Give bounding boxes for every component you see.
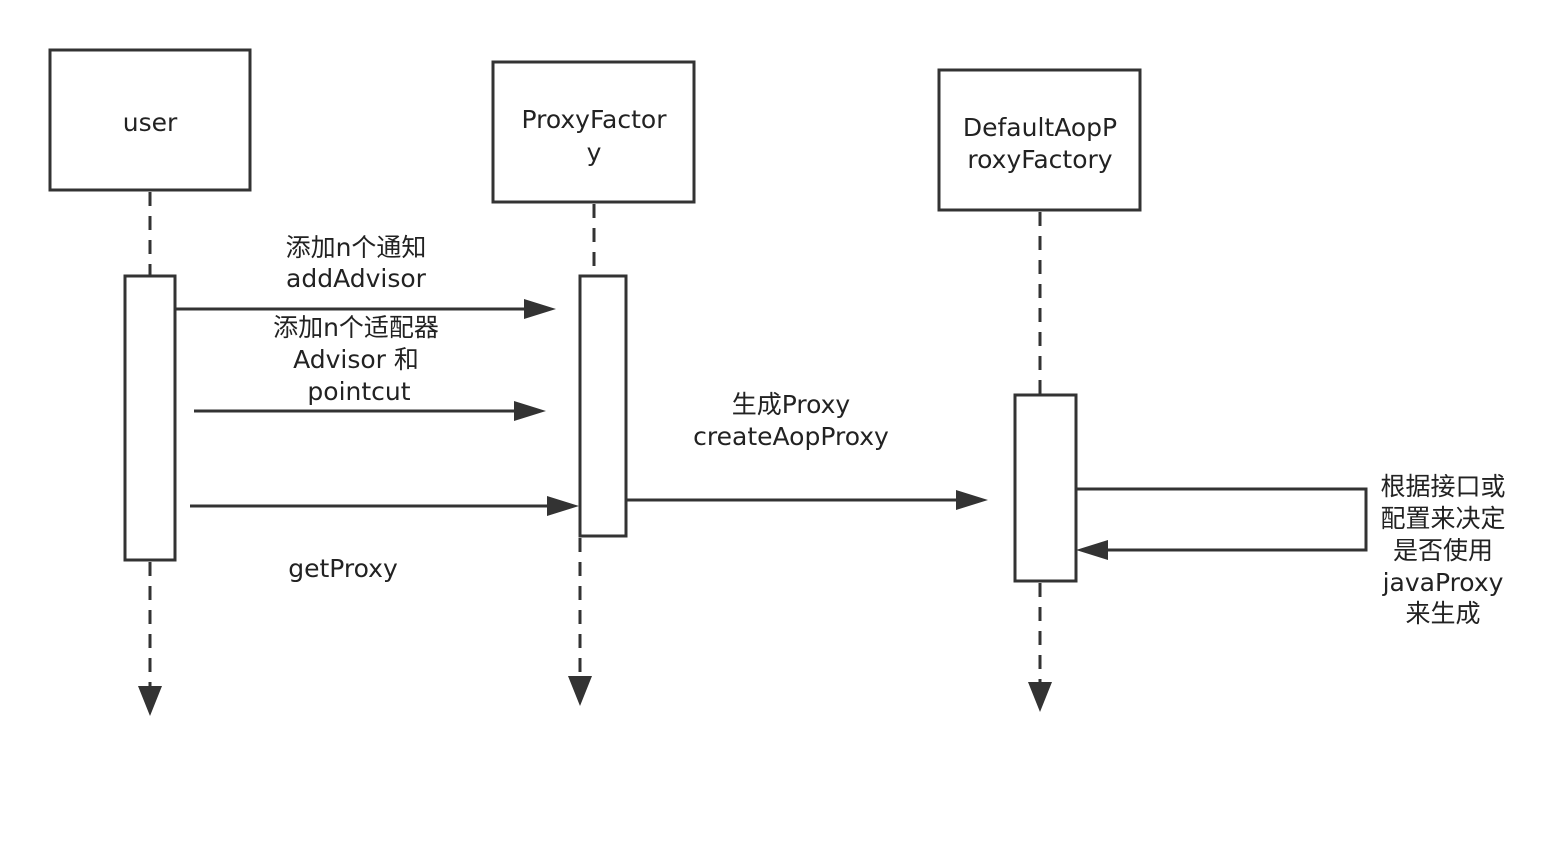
message-add-advisor-label-line1: 添加n个通知 bbox=[286, 233, 427, 262]
message-get-proxy-label: getProxy bbox=[288, 554, 398, 583]
message-add-adapter-arrowhead bbox=[514, 401, 546, 421]
participant-proxy-factory-label-line2: y bbox=[587, 138, 602, 167]
activation-default-aop-proxy-factory bbox=[1013, 393, 1078, 583]
message-add-adapter-label-line1: 添加n个适配器 bbox=[273, 313, 439, 342]
message-create-aop-proxy-arrowhead bbox=[956, 490, 988, 510]
message-add-advisor-label-line2: addAdvisor bbox=[286, 264, 427, 293]
message-add-adapter-label-line3: pointcut bbox=[307, 377, 410, 406]
message-self-decide-label-line1: 根据接口或 bbox=[1380, 472, 1505, 501]
message-create-aop-proxy: 生成Proxy createAopProxy bbox=[626, 390, 988, 510]
activation-proxy-factory bbox=[578, 274, 628, 538]
message-self-decide-label-line3: 是否使用 bbox=[1393, 536, 1493, 565]
message-add-advisor: 添加n个通知 addAdvisor bbox=[175, 233, 556, 319]
message-self-decide-line bbox=[1076, 487, 1368, 552]
lifeline-proxy-factory-end-arrow bbox=[568, 676, 592, 706]
message-add-advisor-arrowhead bbox=[524, 299, 556, 319]
message-self-decide-arrowhead bbox=[1076, 540, 1108, 560]
message-self-decide: 根据接口或 配置来决定 是否使用 javaProxy 来生成 bbox=[1076, 472, 1506, 628]
participant-default-aop-proxy-factory-box bbox=[937, 68, 1142, 212]
message-add-adapter: 添加n个适配器 Advisor 和 pointcut bbox=[194, 313, 546, 421]
message-create-aop-proxy-label-line1: 生成Proxy bbox=[732, 390, 851, 419]
message-self-decide-label-line4: javaProxy bbox=[1382, 568, 1504, 597]
participant-user-box bbox=[48, 48, 252, 192]
lifeline-default-aop-end-arrow bbox=[1028, 682, 1052, 712]
message-get-proxy-arrowhead bbox=[547, 496, 579, 516]
participant-user-label: user bbox=[123, 108, 178, 137]
participant-user: user bbox=[48, 48, 252, 192]
message-self-decide-label-line2: 配置来决定 bbox=[1380, 504, 1505, 533]
participant-proxy-factory: ProxyFactor y bbox=[491, 60, 696, 204]
activation-user bbox=[123, 274, 177, 562]
participant-proxy-factory-box bbox=[491, 60, 696, 204]
participant-default-aop-proxy-factory-label-line1: DefaultAopP bbox=[963, 113, 1117, 142]
participant-default-aop-proxy-factory-label-line2: roxyFactory bbox=[967, 145, 1112, 174]
participant-default-aop-proxy-factory: DefaultAopP roxyFactory bbox=[937, 68, 1142, 212]
message-create-aop-proxy-label-line2: createAopProxy bbox=[693, 422, 889, 451]
lifeline-user-end-arrow bbox=[138, 686, 162, 716]
participant-proxy-factory-label-line1: ProxyFactor bbox=[521, 105, 667, 134]
message-self-decide-label-line5: 来生成 bbox=[1405, 599, 1480, 628]
message-add-adapter-label-line2: Advisor 和 bbox=[293, 345, 419, 374]
message-get-proxy: getProxy bbox=[190, 496, 579, 583]
